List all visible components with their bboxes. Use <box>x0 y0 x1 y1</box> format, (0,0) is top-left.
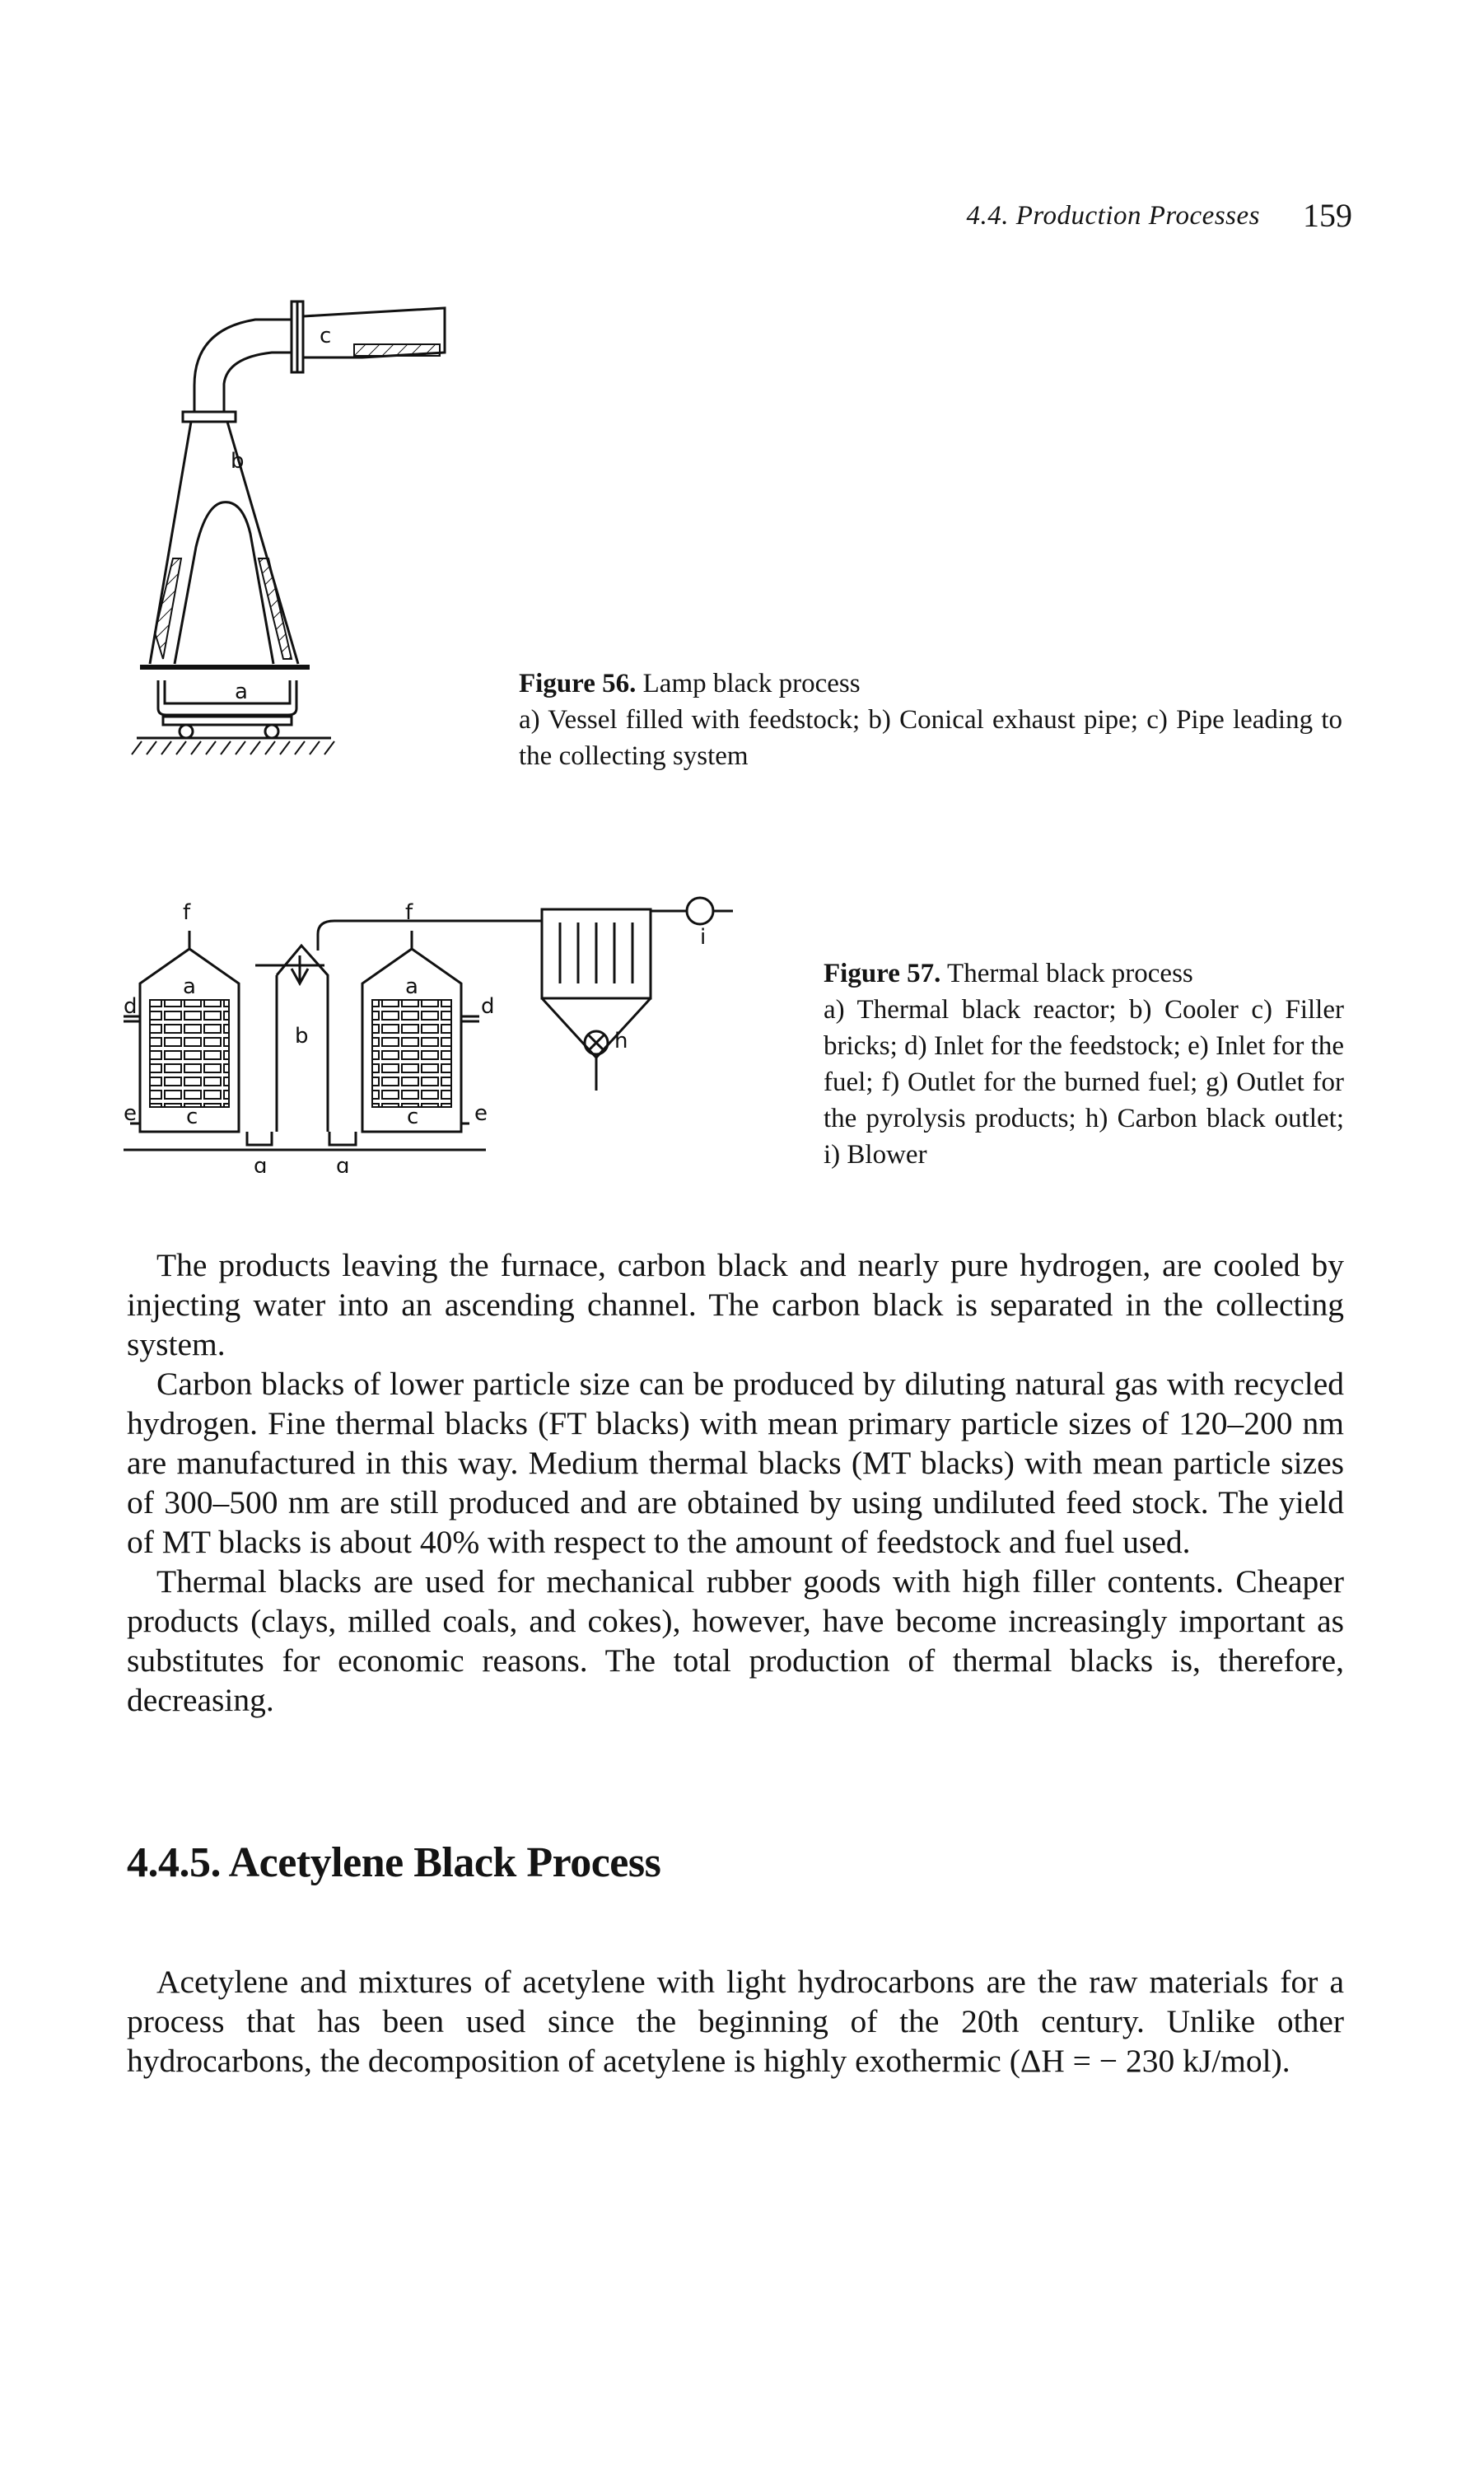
section-body: Acetylene and mixtures of acetylene with… <box>127 1962 1344 2081</box>
figure-57-caption: Figure 57. Thermal black process a) Ther… <box>824 955 1344 1173</box>
fig57-label-h: h <box>614 1029 628 1053</box>
fig57-label-e-left: e <box>124 1101 137 1126</box>
fig57-label-i: i <box>700 925 706 950</box>
fig57-caption-number: Figure 57. <box>824 959 941 988</box>
fig56-caption-number: Figure 56. <box>519 669 637 698</box>
section-paragraph: Acetylene and mixtures of acetylene with… <box>127 1964 1344 2079</box>
body-text: The products leaving the furnace, carbon… <box>127 1245 1344 1720</box>
fig57-label-g-left: g <box>254 1154 268 1173</box>
body-paragraph-2: Carbon blacks of lower particle size can… <box>127 1366 1344 1560</box>
fig56-label-c: c <box>320 324 331 348</box>
fig57-caption-body: a) Thermal black reactor; b) Cooler c) F… <box>824 995 1344 1170</box>
fig56-label-b: b <box>231 449 245 474</box>
fig57-label-c-left: c <box>186 1105 198 1129</box>
fig57-label-g-right: g <box>336 1154 350 1173</box>
figure-56-lamp-black-diagram: c b a <box>115 287 494 773</box>
fig57-label-c-right: c <box>407 1105 418 1129</box>
fig57-label-a-right: a <box>405 974 418 999</box>
fig57-label-f-right: f <box>405 900 413 925</box>
fig56-caption-body: a) Vessel filled with feedstock; b) Coni… <box>519 705 1342 771</box>
fig57-label-e-right: e <box>474 1101 488 1126</box>
fig57-label-b: b <box>295 1024 309 1049</box>
body-paragraph-1: The products leaving the furnace, carbon… <box>127 1247 1344 1362</box>
figure-57-thermal-black-diagram: f f a a d d b c c e e g g h i <box>124 852 766 1173</box>
section-heading: 4.4.5. Acetylene Black Process <box>127 1839 661 1886</box>
fig56-caption-title: Lamp black process <box>642 669 861 698</box>
fig57-label-f-left: f <box>183 900 191 925</box>
fig56-label-a: a <box>235 680 248 704</box>
running-head: 4.4. Production Processes <box>966 201 1260 231</box>
figure-56-caption: Figure 56. Lamp black process a) Vessel … <box>519 666 1342 774</box>
fig57-label-d-left: d <box>124 994 138 1019</box>
page-number: 159 <box>1303 197 1352 234</box>
fig57-label-a-left: a <box>183 974 196 999</box>
body-paragraph-3: Thermal blacks are used for mechanical r… <box>127 1563 1344 1718</box>
fig57-caption-title: Thermal black process <box>947 959 1193 988</box>
fig57-label-d-right: d <box>481 994 495 1019</box>
